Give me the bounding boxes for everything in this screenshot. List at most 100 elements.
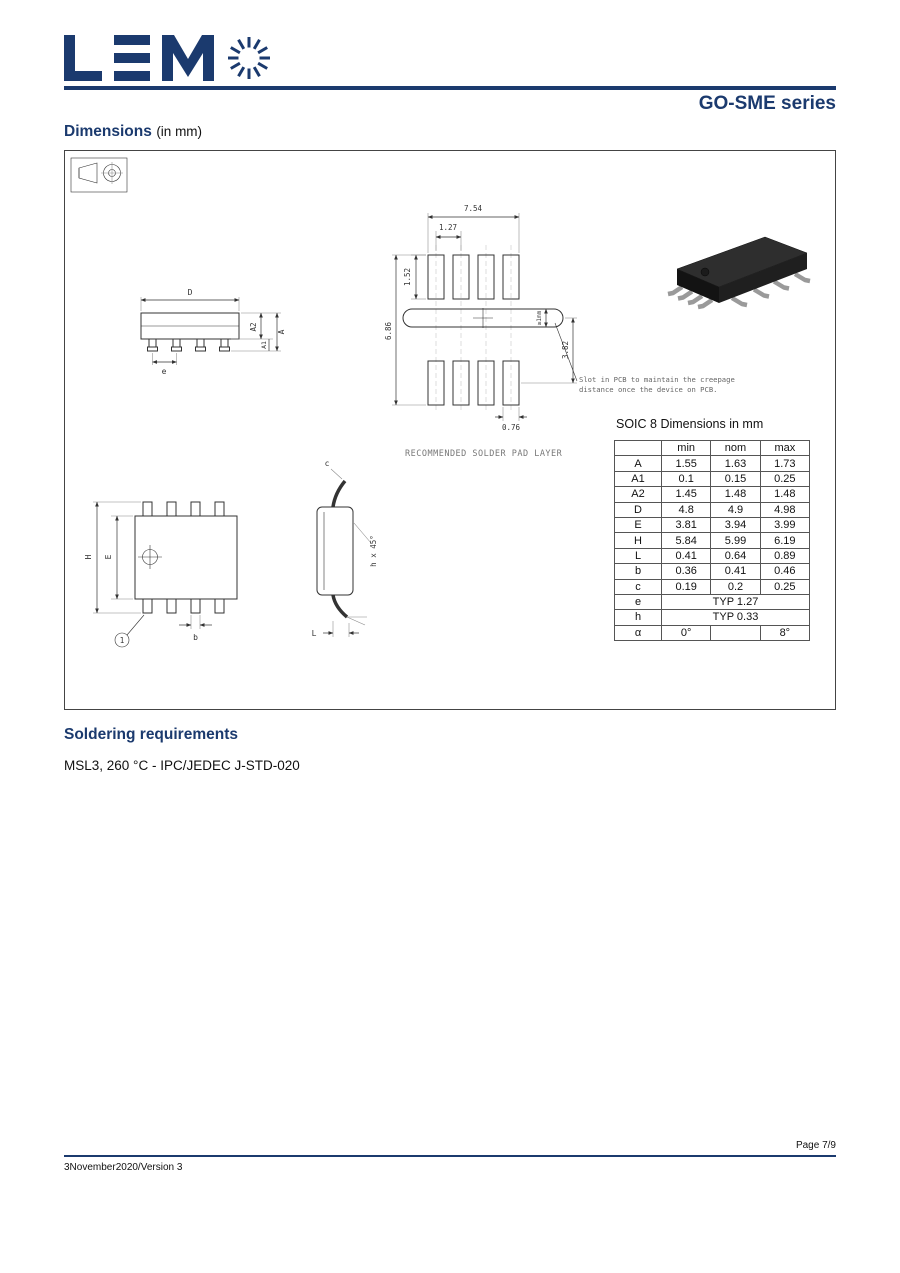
dim-label-A2: A2 [249, 322, 258, 331]
cell: 0.25 [759, 578, 811, 595]
slot-note-line2: distance once the device on PCB. [579, 385, 717, 394]
cell: α [614, 624, 662, 642]
footer-rule [64, 1155, 836, 1157]
table-row: A1 0.1 0.15 0.25 [614, 470, 811, 488]
table-row: b 0.36 0.41 0.46 [614, 563, 811, 580]
table-row: α 0° 8° [614, 624, 811, 642]
soldering-text: MSL3, 260 °C - IPC/JEDEC J-STD-020 [64, 758, 300, 773]
dim-label-6-86: 6.86 [384, 321, 393, 340]
cell: max [759, 439, 811, 457]
table-row: D 4.8 4.9 4.98 [614, 501, 811, 518]
cell: b [614, 563, 662, 580]
dim-label-7-54: 7.54 [464, 204, 483, 213]
table-row: A2 1.45 1.48 1.48 [614, 486, 811, 503]
cell [614, 439, 662, 457]
dim-label-1-52: 1.52 [403, 268, 412, 286]
cell: L [614, 547, 662, 565]
table-title: SOIC 8 Dimensions in mm [616, 417, 764, 431]
drawing-frame: D A2 A1 A e [64, 150, 836, 710]
cell: 1.48 [759, 486, 811, 503]
cell: TYP 0.33 [661, 609, 810, 626]
cell: 6.19 [759, 532, 811, 549]
cell: 0.46 [759, 563, 811, 580]
cell: 0.19 [660, 578, 712, 595]
dim-label-D: D [188, 288, 193, 297]
cell: e [614, 593, 662, 611]
table-header-row: min nom max [614, 439, 811, 457]
logo-letter-l [64, 35, 102, 81]
solder-pad-caption: RECOMMENDED SOLDER PAD LAYER [405, 449, 563, 459]
cell: 5.84 [660, 532, 712, 549]
package-3d-image [667, 236, 811, 310]
cell: 4.98 [759, 501, 811, 518]
side-profile-drawing: c L h x 45° [312, 459, 378, 638]
cell: 0° [660, 624, 712, 642]
logo-letter-e [114, 35, 150, 81]
cell: 0.2 [710, 578, 761, 595]
cell: 1.45 [660, 486, 712, 503]
cell: 5.99 [710, 532, 761, 549]
dim-label-A: A [277, 329, 286, 334]
dimensions-heading: Dimensions (in mm) [64, 123, 202, 141]
dim-label-E: E [104, 554, 113, 559]
cell: 1.73 [759, 455, 811, 472]
lem-logo [64, 33, 276, 92]
technical-drawing: D A2 A1 A e [70, 157, 811, 648]
cell: A1 [614, 470, 662, 488]
cell: E [614, 516, 662, 534]
cell: c [614, 578, 662, 595]
logo-letter-m [162, 35, 214, 81]
table-row: H 5.84 5.99 6.19 [614, 532, 811, 549]
cell: 0.41 [710, 563, 761, 580]
cell: 0.15 [710, 470, 761, 488]
cell: 0.25 [759, 470, 811, 488]
table-row: e TYP 1.27 [614, 593, 810, 611]
table-row: E 3.81 3.94 3.99 [614, 516, 811, 534]
cell: TYP 1.27 [661, 593, 810, 611]
cell: 4.9 [710, 501, 761, 518]
table-row: c 0.19 0.2 0.25 [614, 578, 811, 595]
cell: 1.48 [710, 486, 761, 503]
cell: 0.64 [710, 547, 761, 565]
top-view-drawing: H E 1 b [84, 501, 238, 648]
dim-label-0-76: 0.76 [502, 423, 521, 432]
pin1-balloon-label: 1 [120, 636, 125, 645]
table-row: A 1.55 1.63 1.73 [614, 455, 811, 472]
cell: A2 [614, 486, 662, 503]
cell: h [614, 609, 662, 626]
dim-label-1-27: 1.27 [439, 223, 457, 232]
header-rule [64, 86, 836, 90]
page-number: Page 7/9 [795, 1140, 836, 1151]
soic-dimension-table: SOIC 8 Dimensions in mm min nom max A 1.… [614, 417, 814, 642]
cell: 8° [759, 624, 811, 642]
projection-symbol-icon [70, 157, 128, 193]
cell: 4.8 [660, 501, 712, 518]
cell: 3.81 [660, 516, 712, 534]
dim-label-L: L [312, 629, 317, 638]
cell: H [614, 532, 662, 549]
table-row: L 0.41 0.64 0.89 [614, 547, 811, 565]
pin1-dimple [700, 267, 710, 277]
series-title: GO-SME series [698, 93, 836, 114]
slot-note-line1: Slot in PCB to maintain the creepage [579, 375, 735, 384]
cell: A [614, 455, 662, 472]
cell: 0.41 [660, 547, 712, 565]
solder-pad-layout-drawing: 7.54 1.27 1.52 6.86 3.82 [384, 204, 735, 459]
cell: nom [710, 439, 761, 457]
dim-label-min-1mm: ≥1mm [536, 310, 543, 325]
dim-label-b: b [193, 633, 198, 642]
side-elevation-drawing: D A2 A1 A e [140, 288, 286, 376]
cell: 0.36 [660, 563, 712, 580]
cell [710, 624, 761, 642]
dimensions-title: Dimensions [64, 123, 152, 140]
lem-logo-graphic [64, 35, 270, 81]
version-text: 3November2020/Version 3 [64, 1162, 183, 1173]
cell: 1.63 [710, 455, 761, 472]
cell: 0.89 [759, 547, 811, 565]
dimensions-subtitle: (in mm) [156, 124, 203, 139]
logo-starburst-icon [228, 37, 270, 79]
soldering-title: Soldering requirements [64, 726, 238, 743]
cell: D [614, 501, 662, 518]
dim-label-A1: A1 [260, 341, 268, 349]
